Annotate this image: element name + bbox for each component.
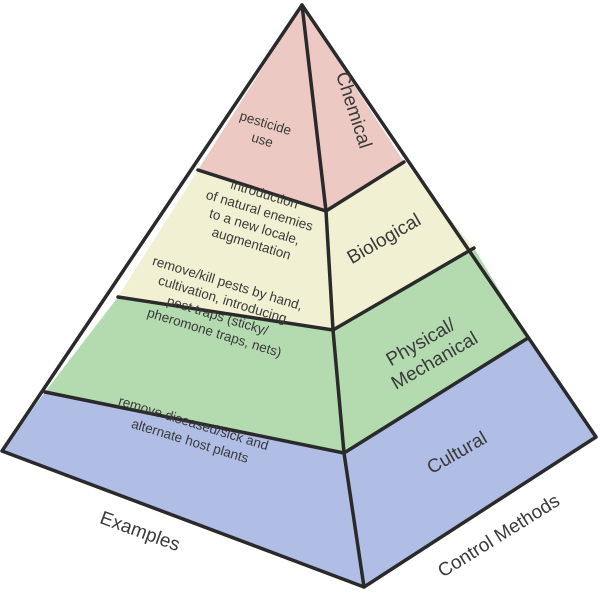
examples-band-biological: [118, 170, 333, 330]
methods-band-chemical: [302, 5, 404, 211]
examples-band-cultural: [2, 392, 364, 587]
pyramid-outline: [0, 3, 598, 589]
methods-band-physical: [333, 248, 528, 453]
examples-band-chemical: [198, 5, 326, 211]
methods-band-cultural: [344, 338, 596, 587]
examples-band-physical: [45, 297, 344, 453]
